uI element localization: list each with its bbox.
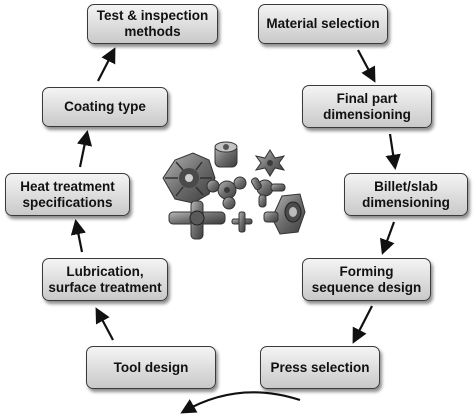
spline-cylinder-part xyxy=(214,141,238,168)
bevel-gear-part xyxy=(162,152,216,204)
star-spline-part xyxy=(254,149,286,177)
node-press-selection: Press selection xyxy=(260,346,380,389)
node-tool-design: Tool design xyxy=(86,346,216,389)
node-material-selection: Material selection xyxy=(258,4,388,44)
node-coating-type: Coating type xyxy=(42,87,168,127)
arrow-tool-to-lub xyxy=(95,307,114,341)
node-test-inspection: Test & inspection methods xyxy=(87,4,218,44)
arrow-material-to-final xyxy=(357,49,376,83)
node-billet-slab-dimensioning: Billet/slab dimensioning xyxy=(344,173,468,216)
node-lubrication-surface-treatment: Lubrication, surface treatment xyxy=(42,258,168,301)
arrow-coating-to-test xyxy=(97,47,116,82)
tripod-part xyxy=(251,177,286,208)
tri-lobe-part xyxy=(206,176,247,210)
bracket-housing-part xyxy=(263,193,306,235)
node-heat-treatment-specifications: Heat treatment specifications xyxy=(5,173,130,216)
arrow-forming-to-press xyxy=(352,305,373,344)
arrow-press-to-tool xyxy=(180,391,301,414)
node-final-part-dimensioning: Final part dimensioning xyxy=(302,85,432,128)
arrow-billet-to-forming xyxy=(380,221,396,255)
arrow-heat-to-coating xyxy=(76,129,93,168)
small-cross-part xyxy=(231,211,253,233)
node-forming-sequence-design: Forming sequence design xyxy=(302,258,431,301)
universal-joint-cross-part xyxy=(168,200,226,240)
arrow-final-to-billet xyxy=(385,133,401,171)
arrow-lub-to-heat xyxy=(70,218,86,253)
